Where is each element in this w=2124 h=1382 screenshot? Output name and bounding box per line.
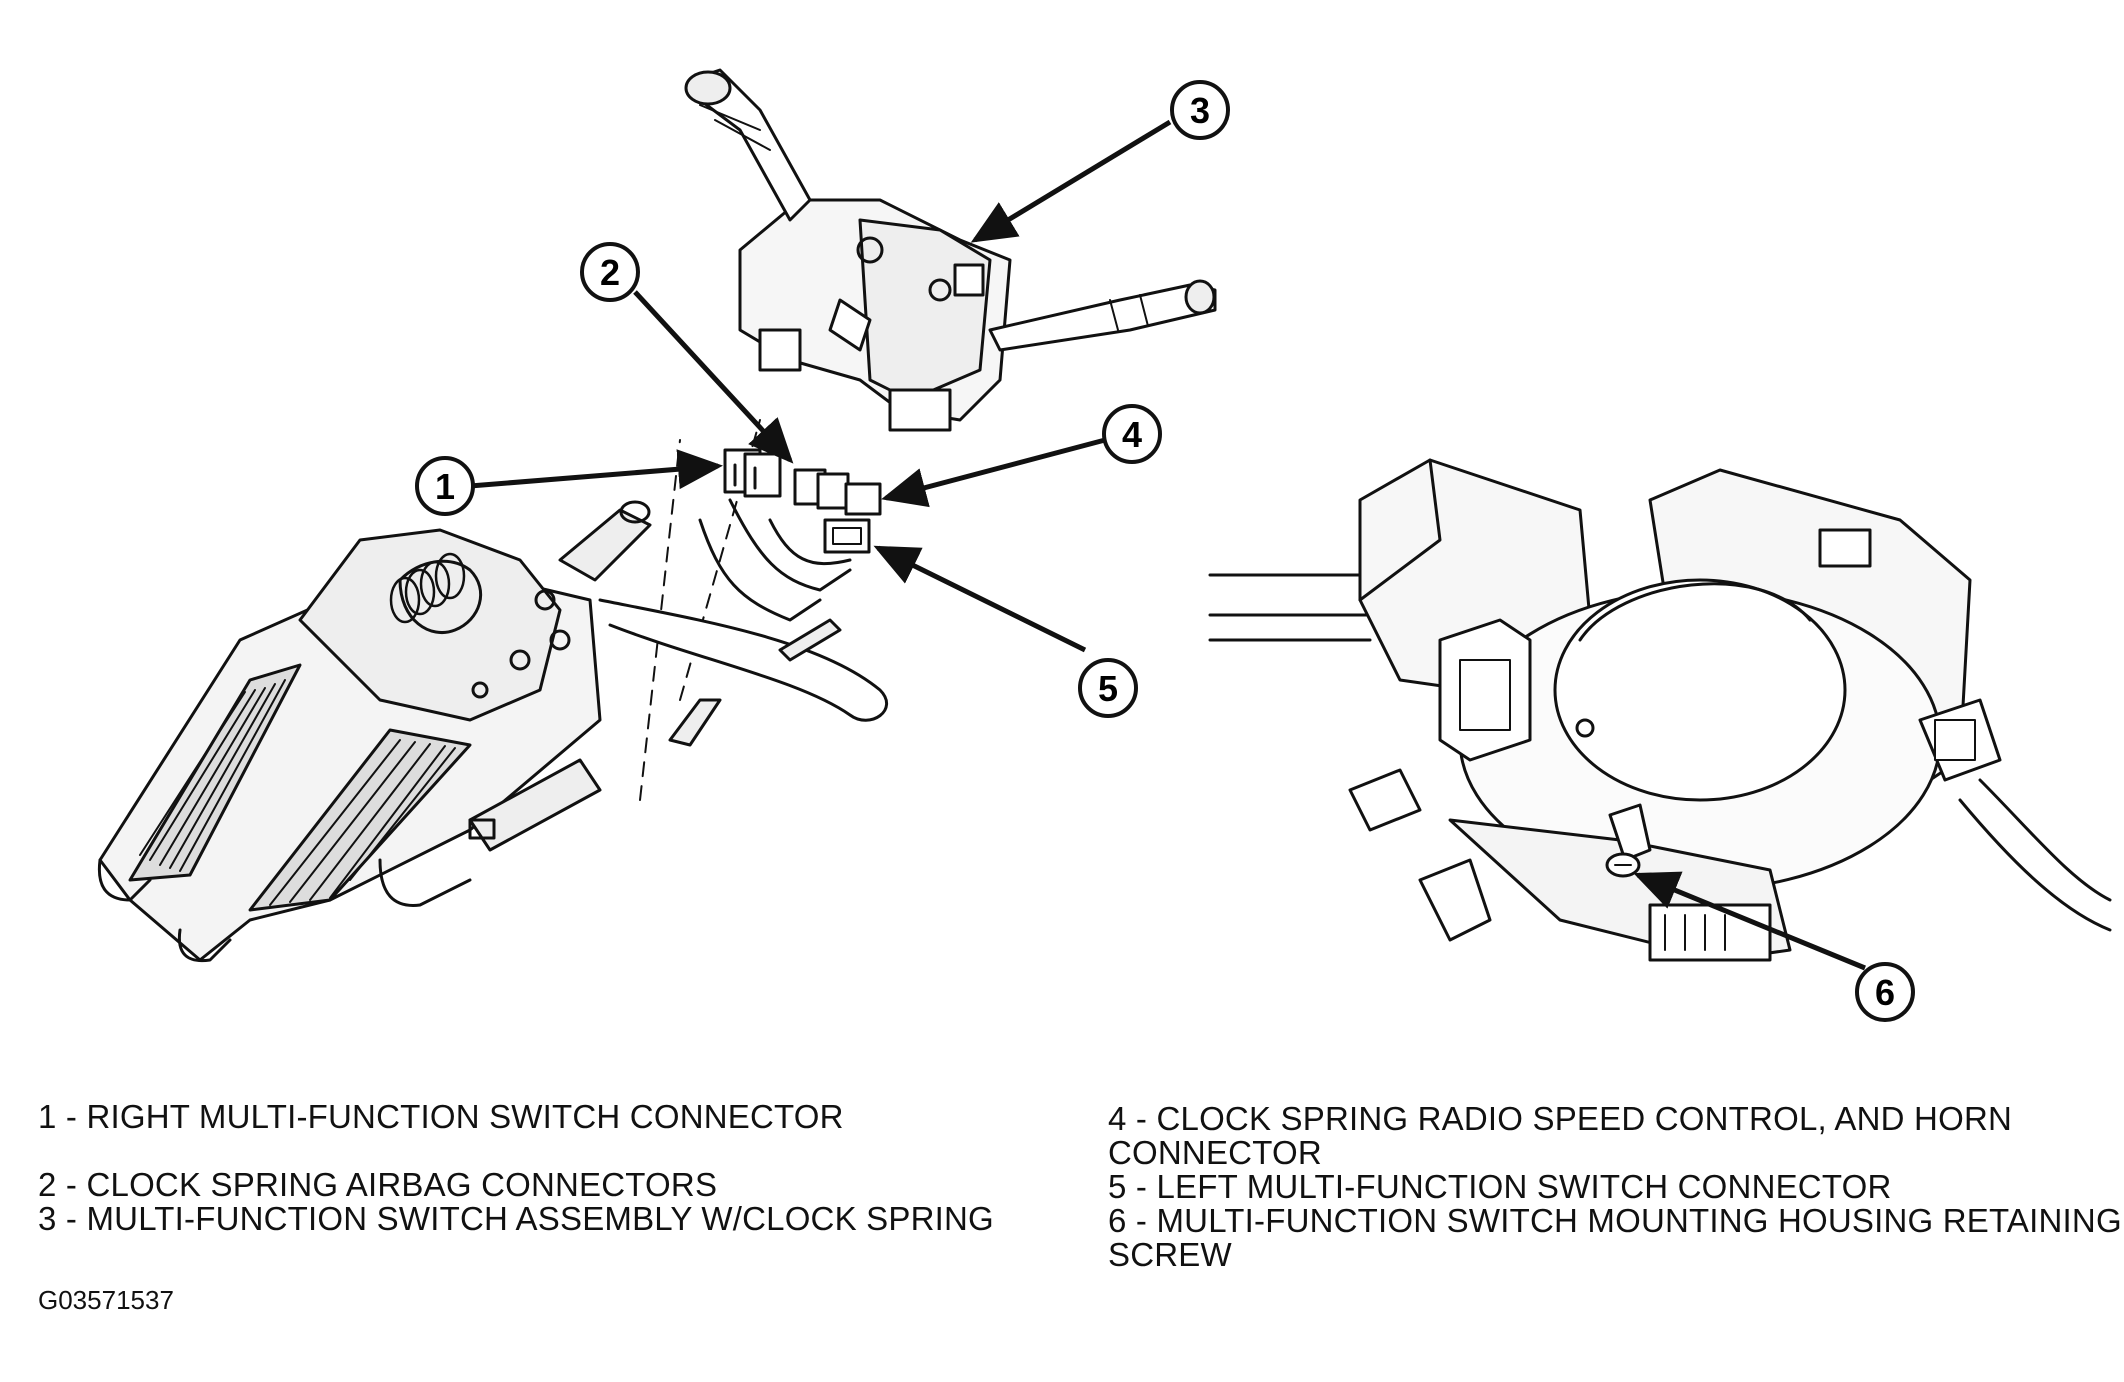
figure-code: G03571537 (38, 1285, 174, 1315)
callout-4: 4 (1102, 404, 1162, 464)
legend-item-3: 3 - MULTI-FUNCTION SWITCH ASSEMBLY W/CLO… (38, 1200, 994, 1237)
callout-arrows (469, 119, 1866, 971)
clock-spring-radio-speed-control-horn-connector (844, 482, 882, 516)
clock-spring-airbag-connectors (793, 468, 850, 510)
callout-5: 5 (1078, 658, 1138, 718)
legend-item-2: 2 - CLOCK SPRING AIRBAG CONNECTORS (38, 1166, 718, 1203)
callout-5-label: 5 (1098, 668, 1118, 709)
callout-1-label: 1 (435, 466, 455, 507)
retaining-screw (1605, 803, 1652, 878)
callout-6-label: 6 (1875, 972, 1895, 1013)
callout-2: 2 (580, 242, 640, 302)
legend-item-5: 5 - LEFT MULTI-FUNCTION SWITCH CONNECTOR (1108, 1168, 1892, 1205)
left-multifunction-switch-connector (823, 518, 871, 554)
clock-spring-housing-illustration (1208, 458, 2112, 962)
exploded-view-diagram: 1 2 3 4 5 6 (97, 68, 2112, 1022)
steering-column-illustration (97, 68, 1217, 963)
callout-3-label: 3 (1190, 90, 1210, 131)
multifunction-switch-assembly (684, 68, 1217, 432)
callout-2-label: 2 (600, 252, 620, 293)
legend-item-4: 4 - CLOCK SPRING RADIO SPEED CONTROL, AN… (1108, 1100, 2013, 1171)
right-multifunction-switch-connector (723, 448, 782, 498)
callout-4-label: 4 (1122, 414, 1142, 455)
legend-item-1: 1 - RIGHT MULTI-FUNCTION SWITCH CONNECTO… (38, 1098, 844, 1135)
callout-1: 1 (415, 456, 475, 516)
callout-3: 3 (1170, 80, 1230, 140)
legend-item-6: 6 - MULTI-FUNCTION SWITCH MOUNTING HOUSI… (1108, 1202, 2122, 1273)
callout-6: 6 (1855, 962, 1915, 1022)
